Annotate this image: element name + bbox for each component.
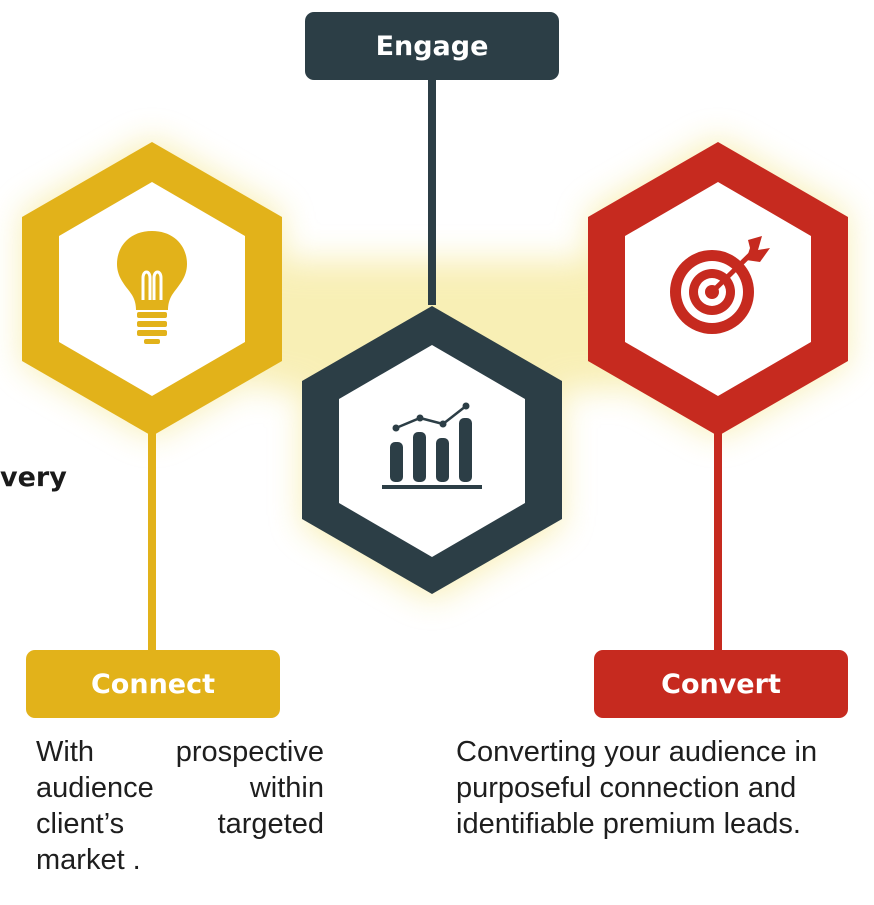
convert-connector — [714, 420, 722, 652]
bar-chart-growth-icon — [382, 402, 482, 489]
connect-hexagon — [22, 142, 282, 436]
convert-description: Converting your audience in purposeful c… — [456, 736, 818, 840]
engage-connector — [428, 80, 436, 305]
engage-label: Engage — [305, 12, 559, 80]
partial-heading: very — [0, 462, 67, 493]
target-arrow-icon — [670, 236, 770, 334]
connect-connector — [148, 420, 156, 652]
connector-lines — [148, 80, 722, 652]
connect-label: Connect — [26, 650, 280, 718]
engage-hexagon — [302, 306, 562, 594]
lightbulb-icon — [117, 231, 187, 344]
convert-hexagon — [588, 142, 848, 436]
convert-label: Convert — [594, 650, 848, 718]
connect-description: With prospective audience within client’… — [36, 736, 324, 876]
